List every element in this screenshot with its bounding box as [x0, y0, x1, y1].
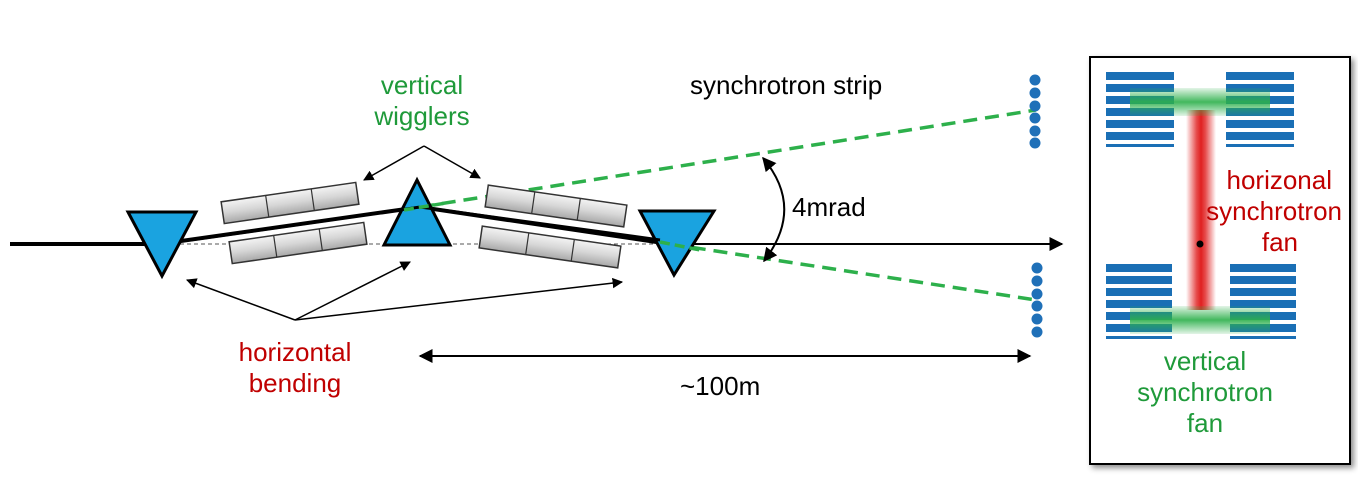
wiggler-arrow-left	[363, 145, 425, 181]
vertical-wigglers-label: vertical wigglers	[352, 70, 492, 132]
wiggler-upper-left	[220, 181, 360, 225]
vertical-wigglers-line-1: vertical	[380, 70, 464, 100]
wiggler-lower-left	[228, 221, 368, 265]
angle-arc	[762, 156, 786, 263]
wiggler-arrow-right	[423, 145, 481, 179]
vertical-fan-line-1: vertical	[1163, 346, 1247, 376]
wiggler-lower-right	[478, 225, 622, 269]
horizontal-synchrotron-fan-stripe	[1186, 110, 1216, 310]
lower-detector-dots	[1031, 262, 1043, 338]
green-emission-segment-2	[659, 240, 701, 252]
vertical-fan-bottom	[1130, 306, 1270, 334]
wiggler-upper-right	[484, 184, 628, 228]
horizontal-bending-label: horizontal bending	[222, 337, 368, 399]
horizontal-fan-line-2: synchrotron	[1206, 196, 1342, 226]
upper-detector-dots	[1029, 74, 1041, 149]
horizontal-fan-line-3: fan	[1261, 227, 1298, 257]
bending-arrow-left	[186, 278, 296, 321]
beam-center-dot	[1196, 240, 1204, 248]
vertical-wigglers-line-2: wigglers	[374, 101, 470, 131]
vertical-fan-line-2: synchrotron	[1137, 377, 1273, 407]
horizontal-fan-label: horizonal synchrotron fan	[1204, 165, 1350, 258]
upper-synchrotron-ray	[419, 108, 1037, 209]
horizontal-bending-line-1: horizontal	[238, 337, 352, 367]
angle-label: 4mrad	[792, 192, 866, 222]
horizontal-bending-line-2: bending	[248, 368, 342, 398]
green-emission-segment	[403, 201, 447, 212]
horizontal-fan-line-1: horizonal	[1226, 165, 1332, 195]
lower-synchrotron-ray	[669, 242, 1037, 302]
vertical-fan-top	[1130, 88, 1270, 116]
bending-magnet-right	[637, 209, 717, 278]
bending-arrow-right	[294, 277, 624, 321]
vertical-fan-line-3: fan	[1186, 408, 1224, 438]
bending-arrow-center	[294, 261, 411, 321]
bending-magnet-left	[125, 210, 199, 280]
distance-label: ~100m	[680, 371, 761, 401]
vertical-fan-label: vertical synchrotron fan	[1120, 346, 1290, 439]
bending-magnet-center	[381, 176, 453, 247]
synchrotron-strip-label: synchrotron strip	[690, 70, 883, 100]
